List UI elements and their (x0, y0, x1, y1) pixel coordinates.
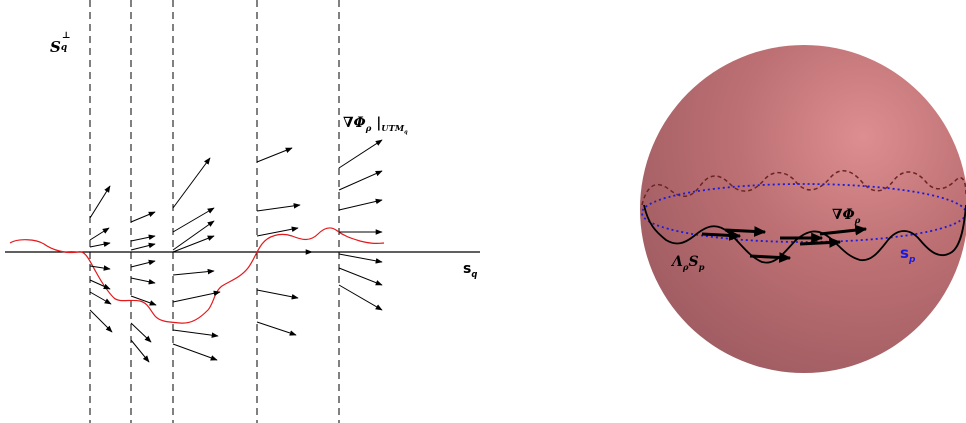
arrow (89, 279, 111, 290)
lambda-sub: ρ (682, 261, 689, 272)
arrow (338, 170, 383, 191)
arrow (130, 211, 156, 223)
sphere-gradient-main: ∇Φ (832, 207, 855, 223)
arrow (256, 321, 297, 336)
restrict-bar: | (376, 115, 382, 131)
arrow (89, 227, 110, 241)
left-panel (5, 0, 480, 423)
arrow (172, 268, 215, 276)
arrow (130, 322, 152, 343)
arrow (338, 139, 383, 169)
arrow (172, 329, 219, 338)
arrow (338, 284, 383, 311)
arrow (130, 277, 156, 285)
axis-label-main: s (463, 261, 472, 277)
gradient-arrows (89, 139, 383, 363)
sphere-gradient-sub: ρ (854, 214, 861, 225)
arrow (256, 226, 299, 237)
sp-sub: p (908, 255, 916, 265)
axis-label-sub: q (471, 268, 478, 279)
arrow (172, 235, 215, 253)
arrow (701, 230, 742, 241)
sphere-icon (640, 45, 966, 373)
arrow (89, 265, 111, 271)
arrow (130, 295, 157, 306)
arrow (89, 309, 113, 333)
arrow (338, 198, 383, 211)
arrow (749, 252, 792, 263)
arrow (130, 242, 156, 251)
arrow (172, 157, 211, 209)
lambda-tail-sub: p (698, 261, 705, 272)
arrow (130, 339, 150, 363)
arrow (338, 267, 383, 286)
equator-curve (641, 183, 966, 243)
thick-arrows (701, 224, 868, 263)
arrow (799, 237, 842, 248)
perp-label-sup: ⊥ (61, 31, 71, 41)
vertical-dashed-lines (89, 0, 340, 423)
arrow (819, 224, 868, 236)
arrow (172, 343, 218, 361)
arrow (256, 289, 299, 300)
perp-label-main: S (50, 38, 61, 56)
axis-label: sq (463, 262, 477, 278)
lambda-main: Λ (672, 254, 683, 270)
arrow (338, 253, 383, 264)
arrow (172, 290, 221, 303)
perp-label: S q ⊥ (50, 32, 70, 56)
lambda-tail: S (688, 254, 699, 270)
arrow (256, 203, 301, 212)
arrow (724, 226, 767, 237)
gradient-label-sub: ρ (365, 122, 372, 133)
gradient-restricted-label: ∇Φρ |UTMq (343, 116, 408, 136)
sphere-gradient-label: ∇Φρ (832, 208, 860, 224)
sp-label: sp (900, 246, 915, 265)
restrict-sub: UTM (381, 122, 405, 133)
perp-label-sub: q (60, 43, 68, 53)
arrow (130, 259, 156, 268)
arrow (130, 234, 156, 242)
arrow (89, 241, 111, 248)
sp-main: s (900, 244, 909, 262)
arrow (172, 220, 215, 251)
gradient-label-main: ∇Φ (343, 115, 366, 131)
arrow (89, 291, 112, 305)
arrow (89, 185, 111, 219)
front-wavy-curve (643, 204, 966, 264)
right-panel (640, 45, 966, 373)
arrow (172, 207, 215, 233)
arrow (256, 147, 293, 163)
red-curve (9, 227, 385, 324)
lambda-label: ΛρSp (672, 255, 704, 271)
back-wavy-curve (641, 170, 966, 206)
restrict-subsub: q (404, 129, 408, 136)
